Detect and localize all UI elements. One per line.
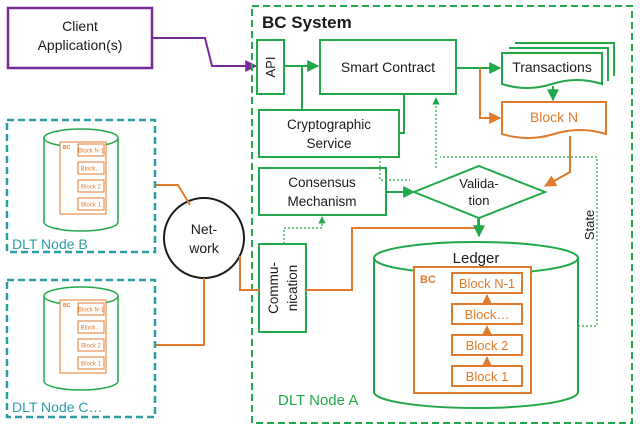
network-label-2: work [188,240,220,256]
network-label-1: Net- [191,221,218,237]
client-label-1: Client [62,18,98,34]
node-c-block-2-label: Block 2 [81,344,101,350]
dlt-node-b-label: DLT Node B [12,236,88,252]
consensus-label-1: Consensus [288,175,356,190]
crypto-service-box [258,109,400,158]
blockn-to-validation-arrow [543,136,571,187]
smart-contract-label: Smart Contract [341,59,435,75]
ledger-block-n-1 [451,272,523,294]
block-n-doc [501,101,607,139]
node-c-block-ellipsis-label: Block… [81,326,102,332]
ledger-block-ellipsis-label: Block… [465,307,510,322]
client-label-2: Application(s) [38,37,123,53]
communication-to-consensus-dotted [283,216,326,244]
consensus-label-2: Mechanism [287,194,356,209]
client-box [6,6,154,70]
node-b-block-2-label: Block 2 [81,185,101,191]
node-b-block-n-1 [77,143,105,157]
contract-to-blockn-arrow [479,68,502,124]
crypto-label-1: Cryptographic [287,117,371,132]
validation-diamond [411,164,548,220]
node-c-block-1 [77,356,105,370]
ledger-block-1-label: Block 1 [466,369,509,384]
dlt-node-c-boundary [5,278,157,419]
node-c-block-2 [77,338,105,352]
dlt-node-a-boundary [251,5,633,424]
nodec-to-network-line [154,278,205,346]
block-n-label: Block N [530,109,578,125]
node-b-block-n-1-label: Block N-1 [78,149,105,155]
validation-label-2: tion [469,193,490,208]
contract-to-crypto-line [399,94,405,134]
communication-label-2: nication [285,265,300,312]
validation-label-1: Valida- [459,176,499,191]
node-b-block-ellipsis-label: Block… [81,167,102,173]
node-c-block-1-label: Block 1 [81,362,101,368]
transactions-doc [501,52,603,89]
network-circle [163,197,245,279]
node-c-block-ellipsis [77,320,105,334]
state-label: State [582,210,597,240]
node-b-block-ellipsis [77,161,105,175]
transactions-label: Transactions [512,59,592,75]
bc-system-title: BC System [262,13,352,32]
node-c-block-n-1 [77,302,105,316]
node-b-block-1-label: Block 1 [81,203,101,209]
communication-box [258,243,307,333]
ledger-label: Ledger [453,250,500,267]
node-c-bc-label: BC [63,303,71,309]
client-to-api-arrow [152,37,258,72]
dlt-node-a-label: DLT Node A [278,392,358,409]
crypto-label-2: Service [306,136,351,151]
network-to-communication-line [239,256,259,291]
ledger-block-n-1-label: Block N-1 [459,276,515,291]
node-c-block-n-1-label: Block N-1 [78,308,105,314]
node-b-block-1 [77,197,105,211]
node-b-block-2 [77,179,105,193]
transactions-stack-mid [509,47,609,81]
dlt-node-c-label: DLT Node C… [12,399,103,415]
transactions-stack-back [515,42,615,76]
api-label: API [263,57,278,78]
communication-label-1: Commu- [266,262,281,314]
dlt-node-b-boundary [5,118,157,254]
consensus-box [258,167,387,216]
nodeb-to-network-line [154,184,191,206]
ledger-block-2-label: Block 2 [466,338,509,353]
ledger-state-dotted [440,156,598,327]
node-b-bc-label: BC [63,145,71,151]
ledger-bc-label: BC [420,274,436,286]
